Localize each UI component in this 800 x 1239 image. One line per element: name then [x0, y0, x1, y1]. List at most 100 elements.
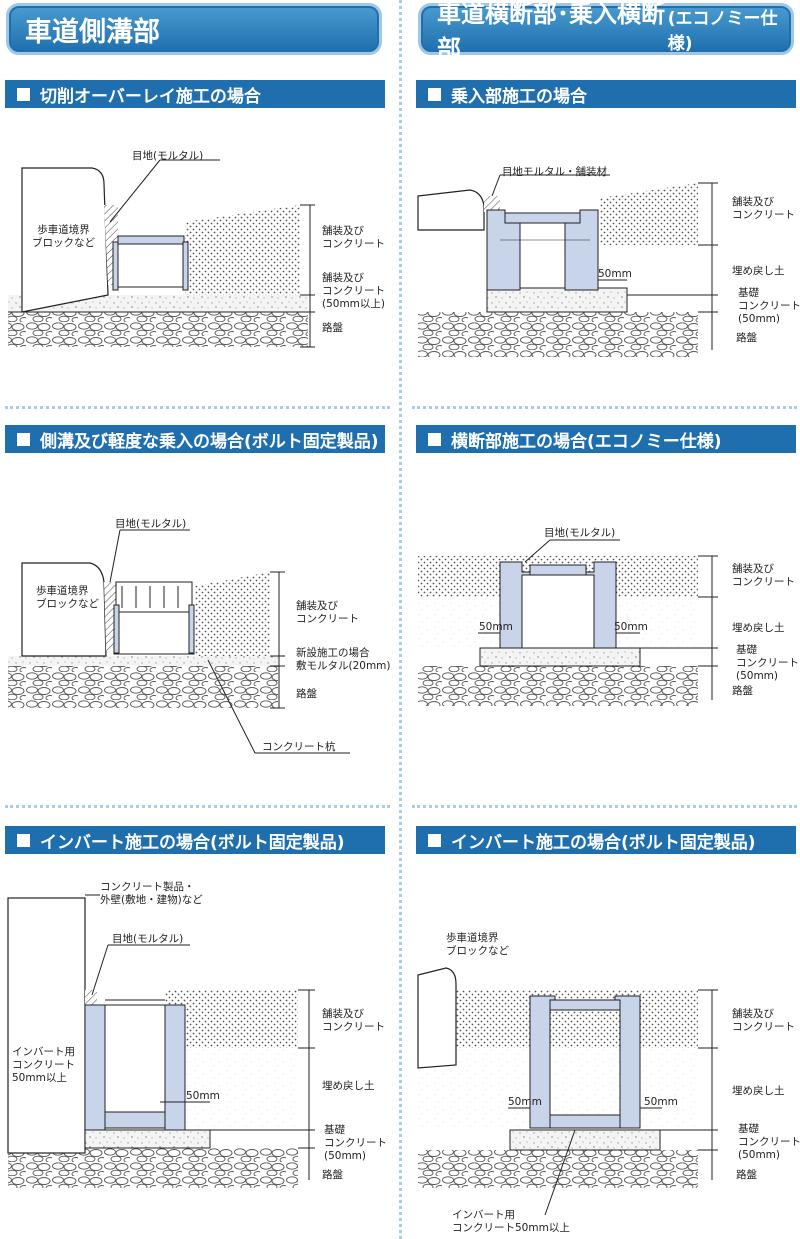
section-title: インバート施工の場合(ボルト固定製品) — [451, 832, 756, 853]
label-dim50-left-s6: 50mm — [508, 1096, 542, 1108]
label-line: (50mm) — [738, 1149, 781, 1161]
drawing-s4 — [418, 539, 718, 706]
label-line: コンクリート — [738, 1136, 800, 1148]
label-line: インバート用 — [452, 1209, 515, 1221]
square-bullet-icon — [428, 833, 441, 847]
label-paving-s6: 舗装及び コンクリート — [732, 1008, 795, 1034]
section-header-s6: インバート施工の場合(ボルト固定製品) — [416, 826, 796, 854]
label-dim50-left-s4: 50mm — [479, 621, 513, 633]
label-dim50-right-s4: 50mm — [614, 621, 648, 633]
section-title: 側溝及び軽度な乗入の場合(ボルト固定製品) — [40, 431, 379, 452]
label-line: 基礎 — [738, 287, 759, 299]
label-base-s2: 基礎 コンクリート (50mm) — [738, 287, 800, 326]
section-header-s2: 乗入部施工の場合 — [416, 80, 796, 108]
label-base-s4: 基礎 コンクリート (50mm) — [736, 644, 799, 683]
label-line: コンクリート — [738, 300, 800, 312]
label-line: 舗装及び — [322, 272, 364, 284]
label-paving-s4: 舗装及び コンクリート — [732, 563, 795, 589]
right-title-text: 車道横断部･乗入横断部 — [437, 0, 665, 63]
label-curb-block-s6: 歩車道境界 ブロックなど — [446, 932, 509, 958]
label-line: 50mm以上 — [12, 1072, 67, 1084]
drawing-s5 — [7, 894, 315, 1188]
label-wall-s5: コンクリート製品・ 外壁(敷地・建物)など — [100, 881, 203, 907]
drawing-s1 — [8, 159, 315, 348]
label-backfill-s6: 埋め戻し土 — [732, 1085, 785, 1097]
square-bullet-icon — [428, 432, 441, 446]
label-line: 歩車道境界 — [37, 224, 90, 236]
label-line: コンクリート — [736, 657, 799, 669]
label-line: 基礎 — [324, 1124, 345, 1136]
left-title-text: 車道側溝部 — [25, 16, 160, 48]
row-divider-1 — [5, 406, 390, 409]
label-line: 舗装及び — [732, 196, 774, 208]
label-line: 新設施工の場合 — [296, 647, 370, 659]
label-new-const-s3: 新設施工の場合 敷モルタル(20mm) — [296, 647, 391, 673]
label-joint-mortar-s4: 目地(モルタル) — [544, 527, 616, 539]
right-page-title: 車道横断部･乗入横断部 (エコノミー仕様) — [418, 0, 794, 63]
label-line: 外壁(敷地・建物)など — [100, 894, 203, 906]
left-page-title: 車道側溝部 — [6, 3, 382, 55]
label-paving-s5: 舗装及び コンクリート — [322, 1008, 385, 1034]
label-line: 舗装及び — [322, 1008, 364, 1020]
label-curb-block-s3: 歩車道境界 ブロックなど — [36, 585, 99, 611]
label-base-s5: 基礎 コンクリート (50mm) — [324, 1124, 387, 1163]
label-joint-mortar-s1: 目地(モルタル) — [132, 150, 204, 162]
right-title-sub: (エコノミー仕様) — [667, 9, 778, 54]
label-line: コンクリート — [732, 1021, 795, 1033]
label-line: ブロックなど — [36, 598, 99, 610]
label-line: 歩車道境界 — [36, 585, 89, 597]
section-header-s5: インバート施工の場合(ボルト固定製品) — [5, 826, 385, 854]
label-line: 舗装及び — [322, 225, 364, 237]
drawing-s6 — [417, 967, 718, 1216]
section-title: 横断部施工の場合(エコノミー仕様) — [451, 431, 722, 452]
label-dim50-s5: 50mm — [186, 1090, 220, 1102]
label-joint-mortar-paving-s2: 目地モルタル・舗装材 — [502, 166, 607, 178]
section-header-s4: 横断部施工の場合(エコノミー仕様) — [416, 425, 796, 453]
label-line: コンクリート製品・ — [100, 881, 195, 893]
label-paving-s1: 舗装及び コンクリート — [322, 225, 385, 251]
label-line: 敷モルタル(20mm) — [296, 660, 391, 672]
label-roadbed-s3: 路盤 — [296, 688, 317, 700]
column-divider — [399, 0, 402, 1239]
label-line: 歩車道境界 — [446, 932, 499, 944]
section-title: 切削オーバーレイ施工の場合 — [40, 86, 261, 107]
label-line: コンクリート — [324, 1137, 387, 1149]
label-line: コンクリート — [322, 238, 385, 250]
square-bullet-icon — [17, 833, 30, 847]
label-line: (50mm) — [738, 313, 781, 325]
label-line: 基礎 — [738, 1123, 759, 1135]
square-bullet-icon — [17, 87, 30, 101]
label-line: インバート用 — [12, 1046, 75, 1058]
label-line: コンクリート — [296, 613, 359, 625]
label-joint-mortar-s5: 目地(モルタル) — [112, 933, 184, 945]
drawing-s2 — [417, 174, 718, 357]
label-dim50-s2: 50mm — [598, 268, 632, 280]
label-backfill-s2: 埋め戻し土 — [732, 265, 785, 277]
label-backfill-s4: 埋め戻し土 — [732, 622, 785, 634]
label-line: コンクリート — [322, 285, 385, 297]
label-joint-mortar-s3: 目地(モルタル) — [115, 518, 187, 530]
label-line: コンクリート — [732, 209, 795, 221]
label-line: 舗装及び — [732, 563, 774, 575]
label-dim50-right-s6: 50mm — [644, 1096, 678, 1108]
label-line: コンクリート — [12, 1059, 75, 1071]
label-backfill-s5: 埋め戻し土 — [322, 1080, 375, 1092]
label-invert-s6: インバート用 コンクリート50mm以上 — [452, 1209, 570, 1235]
label-conc-pile-s3: コンクリート杭 — [262, 741, 336, 753]
label-line: コンクリート50mm以上 — [452, 1222, 570, 1234]
label-roadbed-s2: 路盤 — [736, 332, 757, 344]
label-line: (50mm) — [736, 670, 779, 682]
square-bullet-icon — [17, 432, 30, 446]
section-title: 乗入部施工の場合 — [451, 86, 587, 107]
label-roadbed-s5: 路盤 — [322, 1169, 343, 1181]
label-line: 舗装及び — [732, 1008, 774, 1020]
label-invert-s5: インバート用 コンクリート 50mm以上 — [12, 1046, 75, 1085]
label-roadbed-s4: 路盤 — [732, 685, 753, 697]
label-base-s6: 基礎 コンクリート (50mm) — [738, 1123, 800, 1162]
label-paving-s2: 舗装及び コンクリート — [732, 196, 795, 222]
label-line: ブロックなど — [32, 237, 95, 249]
section-header-s1: 切削オーバーレイ施工の場合 — [5, 80, 385, 108]
label-line: 基礎 — [736, 644, 757, 656]
label-line: ブロックなど — [446, 945, 509, 957]
